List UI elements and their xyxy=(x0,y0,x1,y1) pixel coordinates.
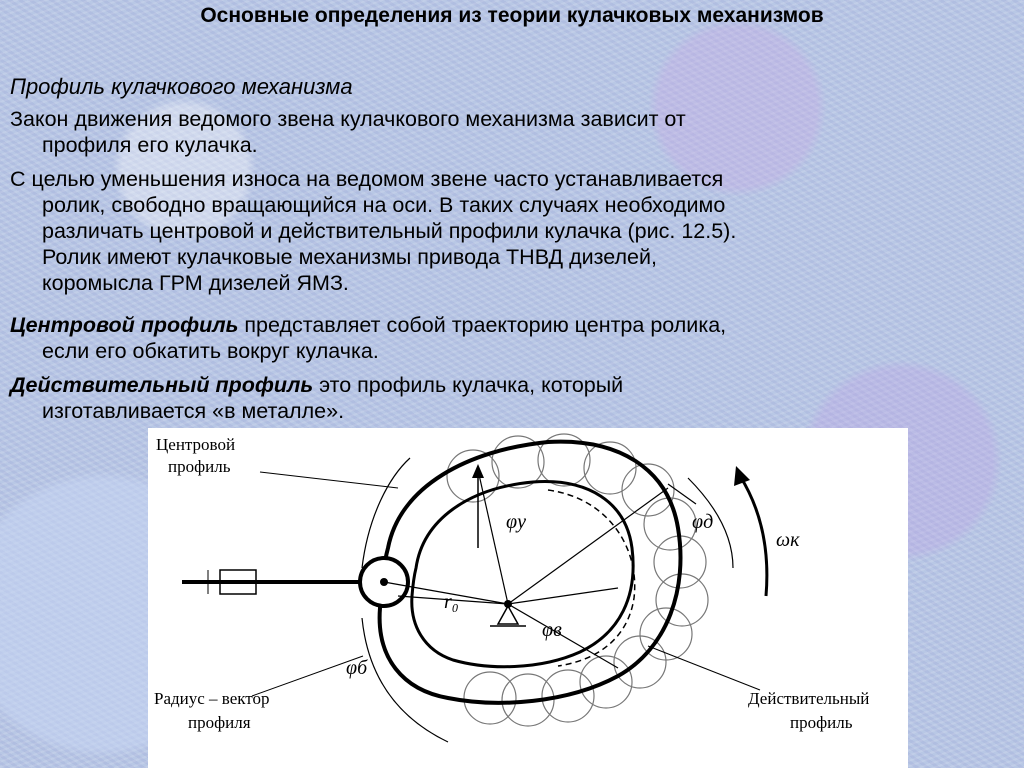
base-circle-dashed xyxy=(547,489,636,667)
radius-line xyxy=(477,469,509,605)
radius-line xyxy=(397,595,509,605)
paragraph-line: профиля его кулачка. xyxy=(42,133,258,157)
label-radius-vector: Радиус – вектор xyxy=(154,689,270,708)
paragraph-line: если его обкатить вокруг кулачка. xyxy=(42,339,379,363)
section-subtitle: Профиль кулачкового механизма xyxy=(10,74,353,99)
definition-text: это профиль кулачка, который xyxy=(313,373,624,397)
roller-circle xyxy=(613,635,667,689)
radius-line xyxy=(507,487,669,605)
slide-title: Основные определения из теории кулачковы… xyxy=(200,4,824,27)
leader-line xyxy=(251,655,364,697)
actual-profile-curve xyxy=(410,480,635,669)
paragraph-center-profile: Центровой профиль представляет собой тра… xyxy=(10,312,1010,364)
paragraph-line: С целью уменьшения износа на ведомом зве… xyxy=(10,167,724,191)
paragraph-roller: С целью уменьшения износа на ведомом зве… xyxy=(10,166,1010,296)
rotation-arrow-head xyxy=(734,466,750,486)
cam-diagram-svg: Центровой профиль Радиус – вектор профил… xyxy=(154,433,869,743)
paragraph-line: Ролик имеют кулачковые механизмы привода… xyxy=(42,245,657,269)
paragraph-line: Закон движения ведомого звена кулачковог… xyxy=(10,107,686,131)
angle-arc xyxy=(361,457,411,569)
paragraph-line: ролик, свободно вращающийся на оси. В та… xyxy=(42,193,726,217)
label-radius-vector: профиля xyxy=(188,713,251,732)
roller-circle xyxy=(655,573,709,627)
roller-circles xyxy=(446,433,709,727)
lift-arrow-head xyxy=(472,464,484,478)
roller-circle xyxy=(583,441,637,495)
center-profile-curve xyxy=(377,439,683,705)
leader-line xyxy=(259,471,399,489)
radius-line xyxy=(507,587,619,605)
angle-arc xyxy=(361,617,449,743)
label-center-profile: Центровой xyxy=(156,435,235,454)
paragraph-line: Центровой профиль представляет собой тра… xyxy=(10,312,1010,338)
symbol-r0: r₀ xyxy=(444,591,459,613)
roller-circle xyxy=(621,463,675,517)
symbol-omega: ωк xyxy=(776,529,800,551)
paragraph-line: различать центровой и действительный про… xyxy=(42,219,737,243)
roller-circle xyxy=(501,673,555,727)
paragraph-motion-law: Закон движения ведомого звена кулачковог… xyxy=(10,106,1010,158)
label-actual-profile: профиль xyxy=(790,713,853,732)
label-actual-profile: Действительный xyxy=(748,689,869,708)
definition-text: представляет собой траекторию центра рол… xyxy=(238,313,727,337)
symbol-phi-y: φу xyxy=(506,511,526,533)
paragraph-line: изготавливается «в металле». xyxy=(42,399,345,423)
symbol-phi-v: φв xyxy=(542,619,562,641)
cam-diagram: Центровой профиль Радиус – вектор профил… xyxy=(148,428,908,768)
rotation-arrow-line xyxy=(738,475,769,597)
roller-circle xyxy=(463,671,517,725)
radius-lines xyxy=(383,469,669,669)
paragraph-line: коромысла ГРМ дизелей ЯМЗ. xyxy=(42,271,349,295)
radius-line xyxy=(507,603,619,669)
roller-circle xyxy=(446,449,500,503)
roller-circle xyxy=(537,433,591,487)
symbol-phi-d: φд xyxy=(692,511,713,533)
roller-circle xyxy=(491,435,545,489)
cam-support xyxy=(496,604,520,625)
angle-tick xyxy=(667,483,697,505)
label-center-profile: профиль xyxy=(168,457,231,476)
paragraph-line: Действительный профиль это профиль кулач… xyxy=(10,372,1010,398)
radius-line xyxy=(383,581,509,605)
term-actual-profile: Действительный профиль xyxy=(10,373,314,397)
roller-circle xyxy=(579,655,633,709)
leader-line xyxy=(647,645,761,691)
term-center-profile: Центровой профиль xyxy=(10,313,239,337)
symbol-phi-b: φб xyxy=(346,657,368,679)
paragraph-actual-profile: Действительный профиль это профиль кулач… xyxy=(10,372,1010,424)
angle-arc xyxy=(687,477,734,569)
roller-circle xyxy=(541,669,595,723)
